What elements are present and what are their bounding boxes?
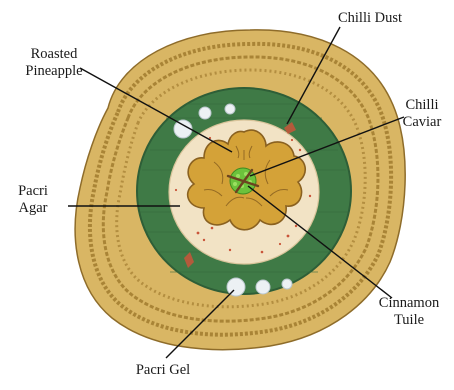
label-pacri-gel-text: Pacri Gel — [136, 362, 190, 378]
label-chilli-caviar-line2: Caviar — [392, 114, 452, 131]
label-pacri-agar-line2: Agar — [8, 200, 58, 217]
label-roasted-pineapple-line2: Pineapple — [2, 63, 106, 80]
label-cinnamon-tuile-line1: Cinnamon — [366, 295, 452, 312]
label-chilli-caviar: Chilli Caviar — [392, 97, 452, 131]
label-chilli-dust: Chilli Dust — [320, 10, 420, 27]
label-pacri-agar-line1: Pacri — [8, 183, 58, 200]
label-pacri-agar: Pacri Agar — [8, 183, 58, 217]
label-roasted-pineapple-line1: Roasted — [2, 46, 106, 63]
label-cinnamon-tuile-line2: Tuile — [366, 312, 452, 329]
label-roasted-pineapple: Roasted Pineapple — [2, 46, 106, 80]
label-pacri-gel: Pacri Gel — [118, 362, 208, 379]
label-chilli-caviar-line1: Chilli — [392, 97, 452, 114]
label-cinnamon-tuile: Cinnamon Tuile — [366, 295, 452, 329]
label-chilli-dust-text: Chilli Dust — [338, 10, 402, 26]
